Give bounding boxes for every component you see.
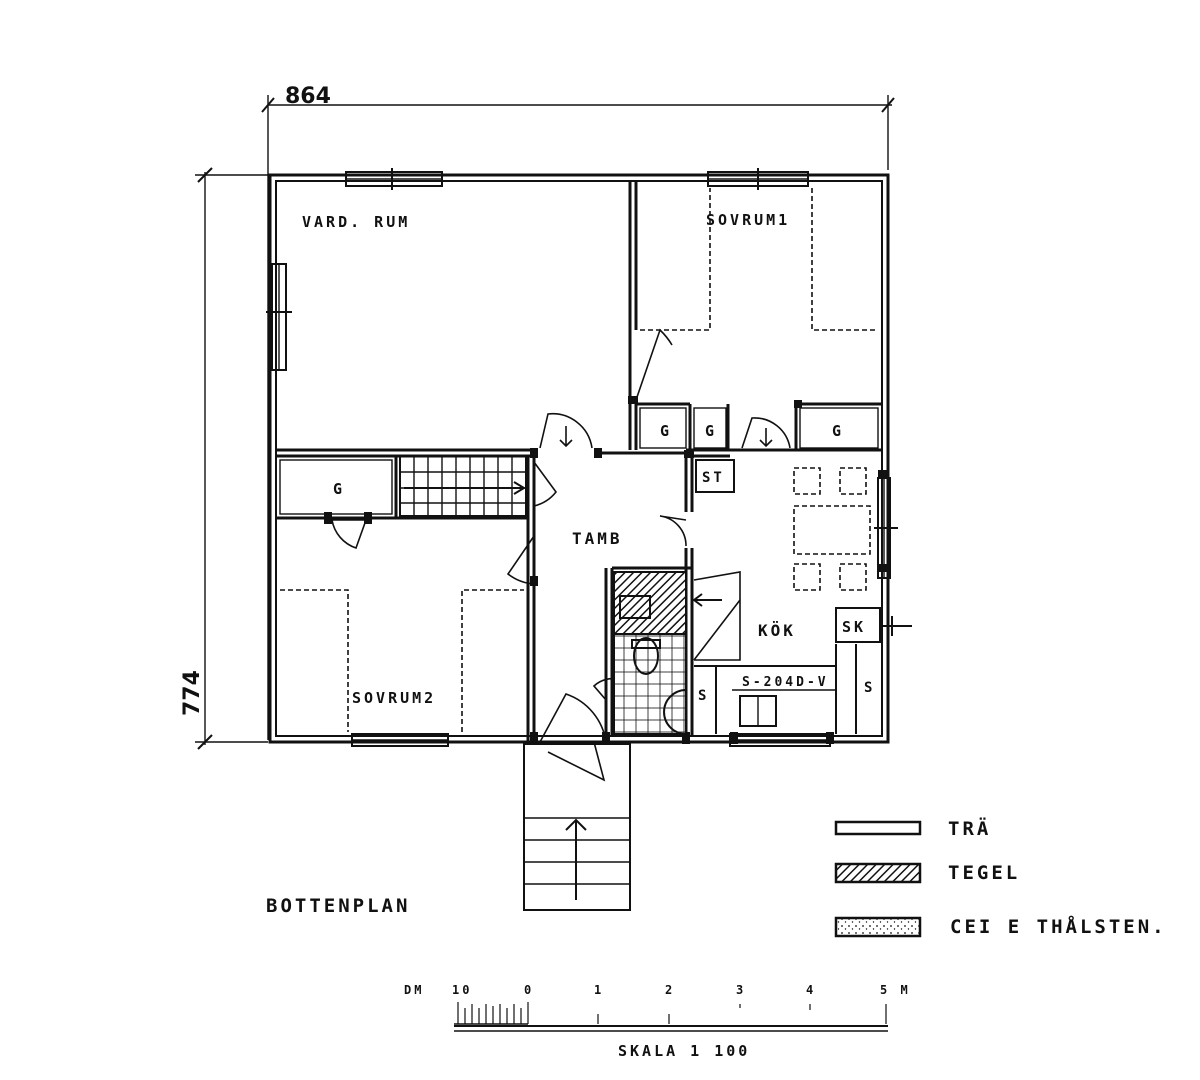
room-label-sovrum1: SOVRUM1 [706, 211, 790, 229]
scale-tick-label: DM [404, 983, 424, 997]
kitchen-fittings: ST SK S-204D-V S S [694, 459, 912, 734]
dimension-depth-label: 774 [180, 670, 205, 716]
cabinet-label-s: S [698, 688, 709, 704]
dimension-width: 864 [261, 84, 895, 740]
cabinet-label-sk: SK [842, 618, 866, 636]
legend: TRÄ TEGEL CEI E THÅLSTEN. [834, 816, 1167, 938]
exterior-walls [268, 173, 890, 744]
scale-caption: SKALA 1 100 [618, 1042, 750, 1060]
dimension-width-label: 864 [285, 84, 331, 109]
cabinet-label-s: S [864, 680, 875, 696]
scale-tick-label: 10 [452, 983, 472, 997]
room-label-kok: KÖK [758, 621, 796, 640]
scale-tick-label: 5 M [880, 983, 911, 997]
storage-label: ST [702, 470, 725, 486]
legend-label: TEGEL [948, 862, 1020, 884]
closets: G G G G [279, 407, 879, 515]
scale-bar: DM 10 0 1 2 3 4 5 M SKALA 1 100 [404, 983, 911, 1060]
closet-label: G [705, 422, 717, 440]
legend-swatch-plain [834, 820, 922, 836]
scale-tick-label: 3 [736, 983, 746, 997]
room-label-sovrum2: SOVRUM2 [352, 689, 436, 707]
plan-title: BOTTENPLAN [266, 895, 410, 917]
room-label-vardagsrum: VARD. RUM [302, 213, 410, 231]
closet-label: G [333, 480, 345, 498]
doors [331, 328, 791, 782]
interior-walls [276, 181, 882, 742]
scale-tick-label: 2 [665, 983, 675, 997]
closet-label: G [832, 422, 844, 440]
interior-stairs [399, 455, 527, 517]
scale-tick-label: 1 [594, 983, 604, 997]
legend-swatch-hatched [834, 862, 922, 884]
legend-label: CEI E THÅLSTEN. [950, 914, 1167, 938]
scale-tick-label: 0 [524, 983, 534, 997]
scale-tick-label: 4 [806, 983, 816, 997]
bathroom [613, 571, 687, 735]
room-labels: VARD. RUM SOVRUM1 SOVRUM2 TAMB KÖK [302, 211, 796, 707]
appliance-label: S-204D-V [742, 675, 829, 690]
closet-label: G [660, 422, 672, 440]
legend-swatch-dotted [834, 916, 922, 938]
furniture [280, 188, 878, 732]
legend-label: TRÄ [948, 816, 991, 840]
dimension-depth: 774 [180, 167, 268, 750]
entrance-steps [523, 743, 631, 911]
room-label-tamb: TAMB [572, 529, 623, 548]
